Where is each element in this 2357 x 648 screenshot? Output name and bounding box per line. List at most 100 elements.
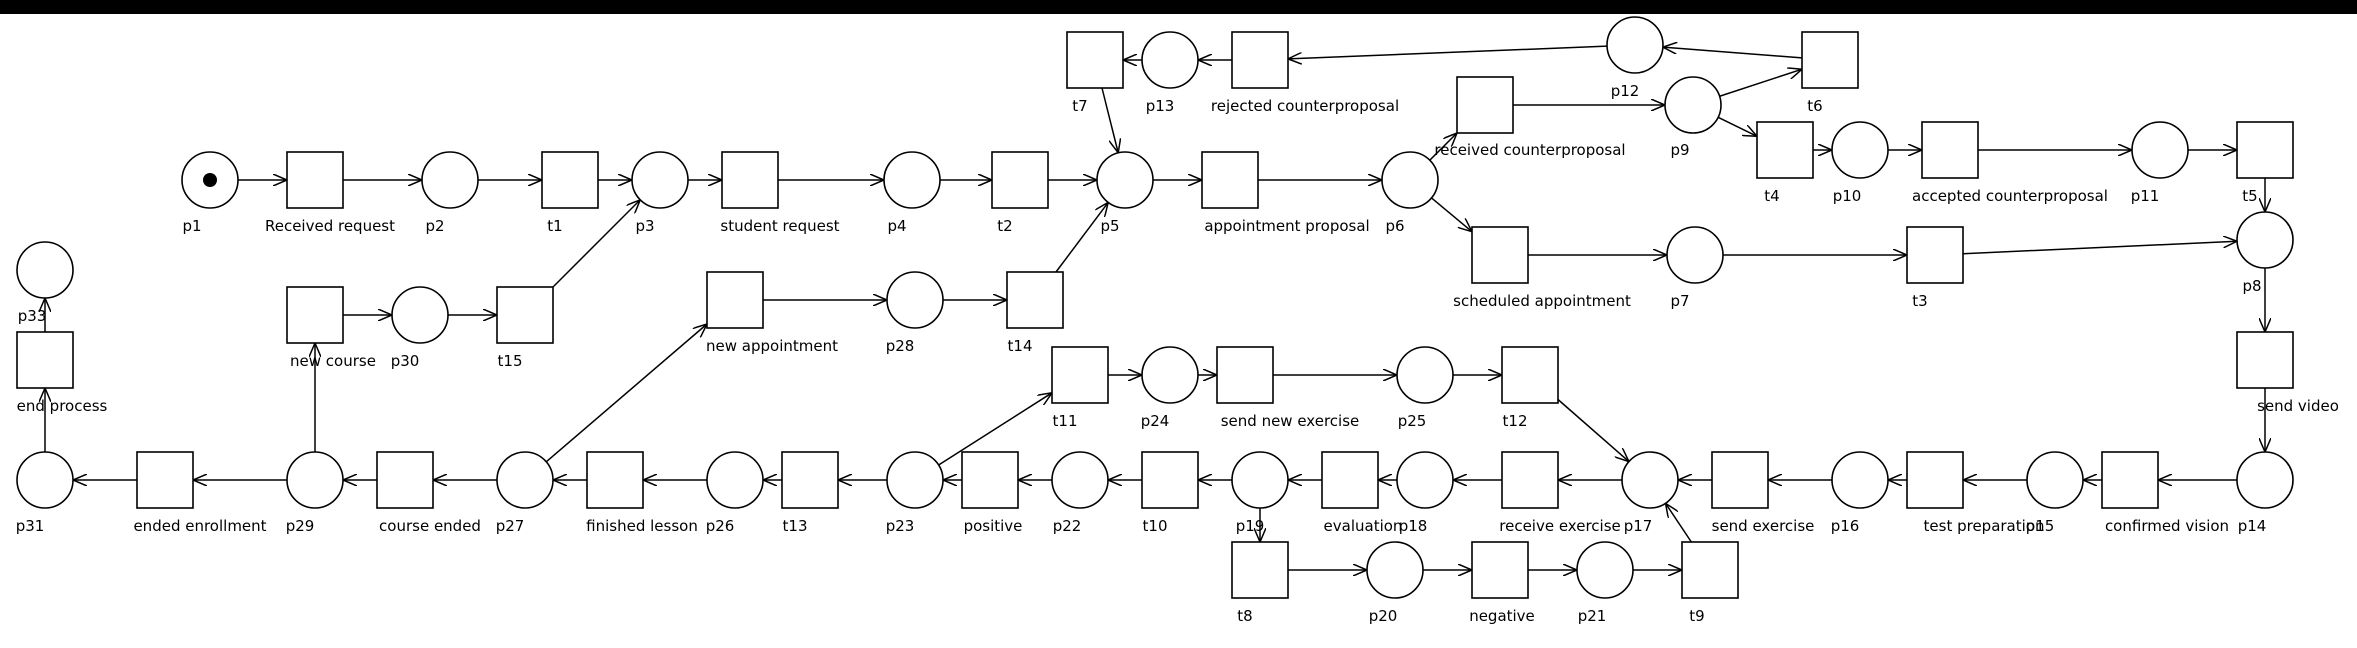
arc-t9-to-p17 (1666, 503, 1692, 543)
transition-t8[interactable] (1231, 541, 1289, 599)
transition-t2[interactable] (991, 151, 1049, 209)
transition-scheduled_appointment[interactable] (1471, 226, 1529, 284)
transition-t13[interactable] (781, 451, 839, 509)
place-p2[interactable] (421, 151, 479, 209)
transition-rejected_counterproposal[interactable] (1231, 31, 1289, 89)
place-p24[interactable] (1141, 346, 1199, 404)
transition-t9[interactable] (1681, 541, 1739, 599)
place-p23[interactable] (886, 451, 944, 509)
place-label-p26: p26 (706, 517, 735, 535)
transition-end_process[interactable] (16, 331, 74, 389)
transition-new_appointment[interactable] (706, 271, 764, 329)
arc-p12-to-rejected_counterproposal (1288, 45, 1608, 59)
transition-label-t8: t8 (1237, 607, 1252, 625)
place-p25[interactable] (1396, 346, 1454, 404)
transition-course_ended[interactable] (376, 451, 434, 509)
place-p20[interactable] (1366, 541, 1424, 599)
place-p5[interactable] (1096, 151, 1154, 209)
place-p30[interactable] (391, 286, 449, 344)
place-p31[interactable] (16, 451, 74, 509)
transition-t14[interactable] (1006, 271, 1064, 329)
place-p22[interactable] (1051, 451, 1109, 509)
transition-new_course[interactable] (286, 286, 344, 344)
place-p28[interactable] (886, 271, 944, 329)
transition-send_video[interactable] (2236, 331, 2294, 389)
place-p15[interactable] (2026, 451, 2084, 509)
arc-p6-to-scheduled_appointment (1431, 197, 1472, 232)
place-p7[interactable] (1666, 226, 1724, 284)
transition-finished_lesson[interactable] (586, 451, 644, 509)
transition-label-t11: t11 (1053, 412, 1078, 430)
place-p21[interactable] (1576, 541, 1634, 599)
transition-t3[interactable] (1906, 226, 1964, 284)
transition-label-ended_enrollment: ended enrollment (133, 517, 266, 535)
transition-test_preparation[interactable] (1906, 451, 1964, 509)
transition-evaluation[interactable] (1321, 451, 1379, 509)
transition-label-received_counterproposal: received counterproposal (1434, 141, 1625, 159)
place-label-p3: p3 (635, 217, 654, 235)
arc-t12-to-p17 (1557, 398, 1629, 462)
transition-label-new_course: new course (290, 352, 376, 370)
place-p16[interactable] (1831, 451, 1889, 509)
transition-label-t13: t13 (783, 517, 808, 535)
transition-label-evaluation: evaluation (1324, 517, 1403, 535)
place-p14[interactable] (2236, 451, 2294, 509)
transition-student_request[interactable] (721, 151, 779, 209)
place-label-p27: p27 (496, 517, 525, 535)
arc-p9-to-t4 (1717, 116, 1757, 136)
transition-t5[interactable] (2236, 121, 2294, 179)
place-label-p24: p24 (1141, 412, 1170, 430)
place-p27[interactable] (496, 451, 554, 509)
transition-received_request[interactable] (286, 151, 344, 209)
place-label-p11: p11 (2131, 187, 2160, 205)
transition-label-t12: t12 (1503, 412, 1528, 430)
place-p33[interactable] (16, 241, 74, 299)
transition-t4[interactable] (1756, 121, 1814, 179)
place-label-p17: p17 (1624, 517, 1653, 535)
transition-receive_exercise[interactable] (1501, 451, 1559, 509)
place-p10[interactable] (1831, 121, 1889, 179)
place-p4[interactable] (883, 151, 941, 209)
transition-ended_enrollment[interactable] (136, 451, 194, 509)
transition-t6[interactable] (1801, 31, 1859, 89)
place-p11[interactable] (2131, 121, 2189, 179)
place-p29[interactable] (286, 451, 344, 509)
transition-positive[interactable] (961, 451, 1019, 509)
place-p19[interactable] (1231, 451, 1289, 509)
transition-label-t3: t3 (1912, 292, 1927, 310)
transition-t12[interactable] (1501, 346, 1559, 404)
transition-accepted_counterproposal[interactable] (1921, 121, 1979, 179)
transition-label-course_ended: course ended (379, 517, 481, 535)
transition-send_new_exercise[interactable] (1216, 346, 1274, 404)
place-label-p5: p5 (1100, 217, 1119, 235)
transition-label-t6: t6 (1807, 97, 1822, 115)
place-label-p18: p18 (1399, 517, 1428, 535)
transition-label-t7: t7 (1072, 97, 1087, 115)
transition-send_exercise[interactable] (1711, 451, 1769, 509)
place-p6[interactable] (1381, 151, 1439, 209)
transition-t7[interactable] (1066, 31, 1124, 89)
place-p8[interactable] (2236, 211, 2294, 269)
place-p26[interactable] (706, 451, 764, 509)
transition-t1[interactable] (541, 151, 599, 209)
place-label-p20: p20 (1369, 607, 1398, 625)
transition-t11[interactable] (1051, 346, 1109, 404)
transition-appointment_proposal[interactable] (1201, 151, 1259, 209)
transition-label-t2: t2 (997, 217, 1012, 235)
arc-p9-to-t6 (1719, 69, 1802, 97)
transition-label-send_new_exercise: send new exercise (1221, 412, 1360, 430)
transition-negative[interactable] (1471, 541, 1529, 599)
arc-t7-to-p5 (1101, 87, 1118, 153)
place-p13[interactable] (1141, 31, 1199, 89)
place-p17[interactable] (1621, 451, 1679, 509)
transition-label-new_appointment: new appointment (706, 337, 838, 355)
transition-t10[interactable] (1141, 451, 1199, 509)
transition-confirmed_vision[interactable] (2101, 451, 2159, 509)
place-p3[interactable] (631, 151, 689, 209)
transition-t15[interactable] (496, 286, 554, 344)
place-p18[interactable] (1396, 451, 1454, 509)
transition-received_counterproposal[interactable] (1456, 76, 1514, 134)
place-label-p23: p23 (886, 517, 915, 535)
place-p9[interactable] (1664, 76, 1722, 134)
place-p12[interactable] (1606, 16, 1664, 74)
